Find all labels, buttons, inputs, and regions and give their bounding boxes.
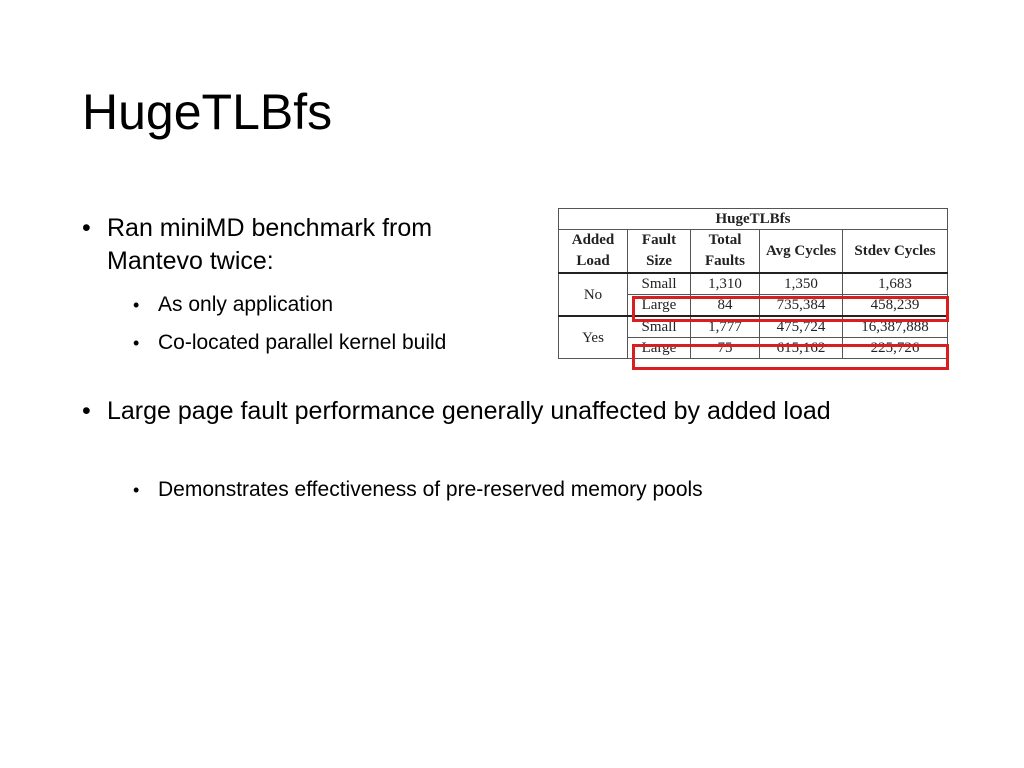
bullet-large-page-fault: • Large page fault performance generally… [82,395,887,428]
sub-bullet-only-application: • As only application [133,291,333,319]
sub-bullet-text: As only application [158,293,334,316]
bullet-dot: • [133,333,140,353]
highlight-box-yes-large [632,344,949,370]
added-load-cell: Yes [558,315,628,359]
sub-bullet-text: Demonstrates effectiveness of pre-reserv… [158,478,703,501]
table-cell: 1,310 [690,272,760,295]
bullet-dot: • [133,480,140,500]
col-header-fault-size: Fault Size [627,229,691,274]
table-cell: 1,350 [759,272,843,295]
col-header-total-faults: Total Faults [690,229,760,274]
col-header-added-load: Added Load [558,229,628,274]
table-cell: 1,683 [842,272,948,295]
sub-bullet-pre-reserved-pools: • Demonstrates effectiveness of pre-rese… [133,476,703,504]
added-load-cell: No [558,272,628,317]
highlight-box-no-large [632,296,949,322]
sub-bullet-colocated-build: • Co-located parallel kernel build [133,329,446,357]
table-caption: HugeTLBfs [558,208,948,230]
hugetlbfs-results-table: HugeTLBfs Added Load Fault Size Total Fa… [558,208,949,370]
bullet-text: Large page fault performance generally u… [107,397,831,425]
bullet-text: Ran miniMD benchmark from Mantevo twice: [107,214,433,275]
sub-bullet-text: Co-located parallel kernel build [158,331,447,354]
table-cell: Small [627,272,691,295]
col-header-avg-cycles: Avg Cycles [759,229,843,274]
bullet-ran-minimd: • Ran miniMD benchmark from Mantevo twic… [82,212,527,278]
bullet-dot: • [82,214,91,242]
slide-title: HugeTLBfs [82,84,333,140]
col-header-stdev-cycles: Stdev Cycles [842,229,948,274]
bullet-dot: • [82,397,91,425]
table-row: No Small 1,310 1,350 1,683 [558,272,948,317]
bullet-dot: • [133,295,140,315]
